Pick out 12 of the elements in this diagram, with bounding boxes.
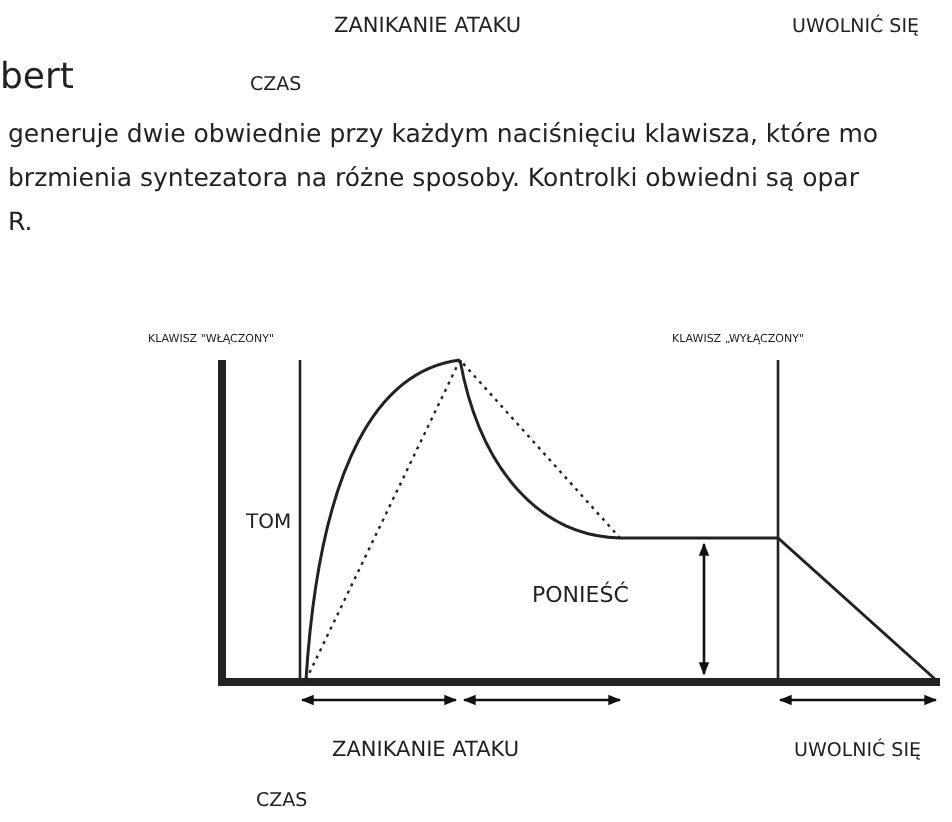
phase-label: ZANIKANIE ATAKU	[332, 740, 520, 764]
heading: bert	[0, 58, 74, 98]
phase-label: ZANIKANIE ATAKU	[334, 16, 522, 40]
axis-label: CZAS	[250, 76, 302, 97]
paragraph-line: generuje dwie obwiednie przy każdym naciśnięciu klawisza, które mo	[8, 120, 879, 148]
paragraph-line: brzmienia syntezatora na różne sposoby. Kontrolki obwiedni są opar	[8, 164, 859, 192]
paragraph-line: R.	[8, 208, 33, 236]
sustain-label: PONIEŚĆ	[532, 584, 629, 609]
phase-label: UWOLNIĆ SIĘ	[794, 742, 922, 763]
phase-label: UWOLNIĆ SIĘ	[792, 18, 920, 39]
axis-label: TOM	[246, 512, 292, 534]
axis-label: CZAS	[256, 792, 308, 813]
